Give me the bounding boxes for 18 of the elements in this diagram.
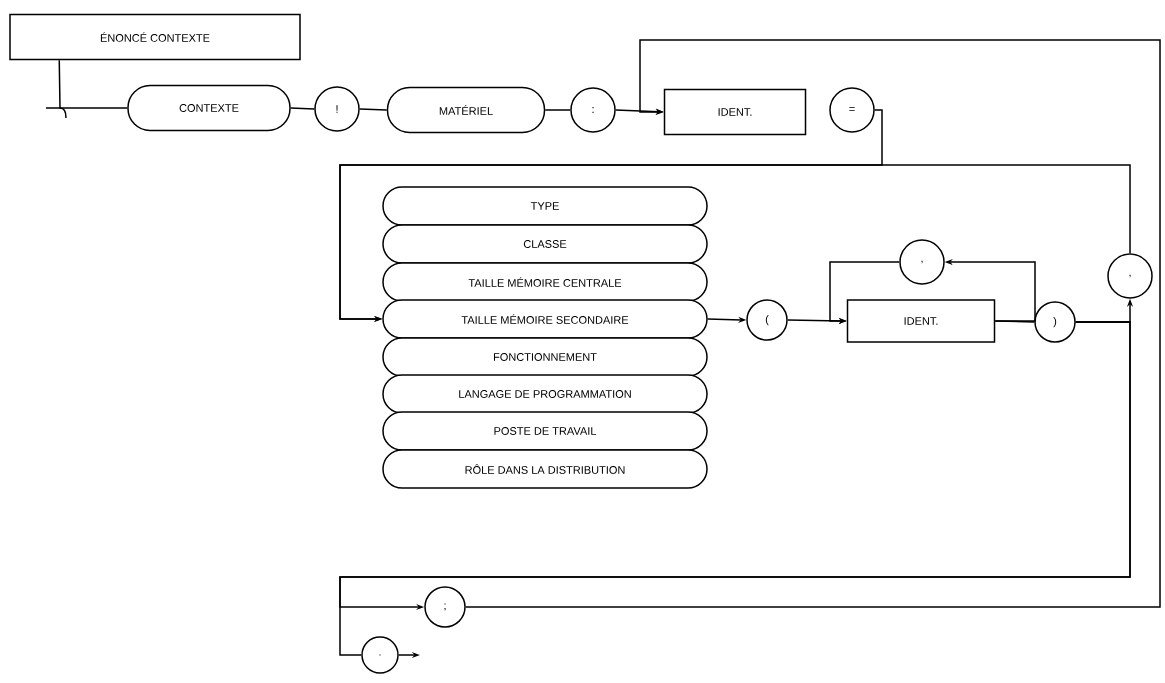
connector — [359, 108, 388, 111]
process-box: ÉNONCÉ CONTEXTE — [9, 13, 301, 61]
connector — [58, 59, 128, 109]
connector — [290, 107, 315, 110]
option-pill: TAILLE MÉMOIRE CENTRALE — [382, 262, 708, 302]
option-pill: LANGAGE DE PROGRAMMATION — [382, 374, 708, 414]
option-pill: TAILLE MÉMOIRE SECONDAIRE — [382, 299, 708, 339]
option-pill: CLASSE — [382, 224, 708, 264]
connector — [544, 109, 571, 111]
connector — [465, 39, 1161, 608]
option-pill: TYPE — [382, 186, 708, 226]
option-pill: RÔLE DANS LA DISTRIBUTION — [382, 449, 708, 489]
terminal-pill: MATÉRIEL — [386, 86, 546, 134]
process-box: IDENT. — [663, 88, 807, 136]
option-pill: FONCTIONNEMENT — [382, 337, 708, 377]
process-box: IDENT. — [846, 299, 996, 343]
terminal-pill: CONTEXTE — [127, 84, 291, 132]
option-pill: POSTE DE TRAVAIL — [382, 411, 708, 451]
